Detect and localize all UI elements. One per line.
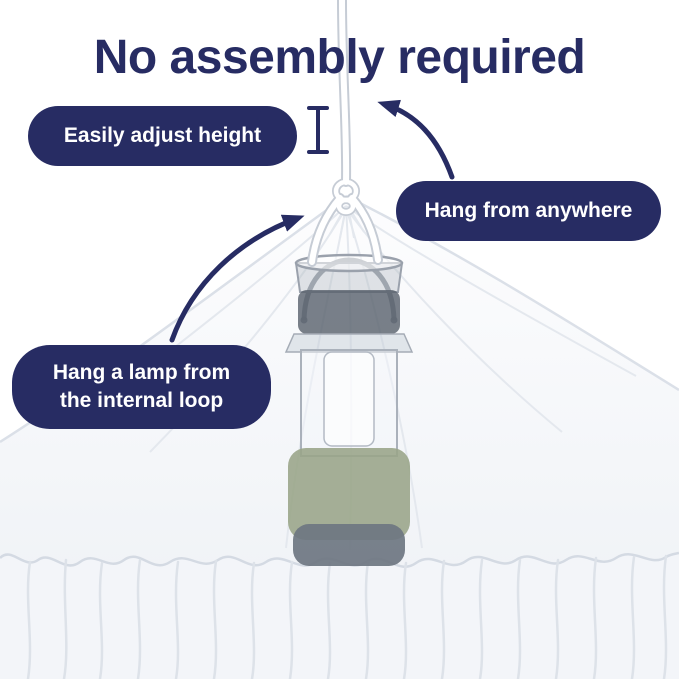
camping-lantern — [284, 253, 414, 566]
rope-strand-right — [349, 195, 381, 263]
skirt-ruffle — [0, 553, 679, 679]
page-title: No assembly required — [93, 31, 586, 84]
skirt-pleats — [26, 554, 668, 679]
arrow-to-rope-icon — [377, 99, 455, 180]
lantern-top-band — [298, 290, 400, 334]
hanging-rope — [307, 0, 383, 267]
lantern-inner-tube — [323, 351, 375, 447]
callout-hang-lamp-line1: Hang a lamp from — [52, 361, 231, 385]
rope-strand-left — [309, 195, 343, 265]
height-adjust-indicator — [307, 106, 329, 154]
callout-hang-anywhere: Hang from anywhere — [396, 181, 661, 241]
lantern-base — [288, 448, 410, 540]
canopy-skirt — [0, 551, 679, 679]
rope-main-cord — [339, 0, 350, 185]
lantern-flange — [284, 333, 414, 353]
rope-lower-loop — [336, 197, 356, 215]
callout-adjust-height: Easily adjust height — [28, 106, 297, 166]
lantern-bottom-cap — [293, 524, 405, 566]
callout-hang-lamp: Hang a lamp from the internal loop — [12, 345, 271, 429]
callout-hang-lamp-line2: the internal loop — [59, 389, 224, 412]
callout-adjust-height-label: Easily adjust height — [63, 124, 262, 148]
callout-hang-anywhere-label: Hang from anywhere — [424, 199, 633, 223]
canopy-right-edge — [345, 194, 679, 392]
arrow-to-loop-icon — [169, 214, 305, 343]
